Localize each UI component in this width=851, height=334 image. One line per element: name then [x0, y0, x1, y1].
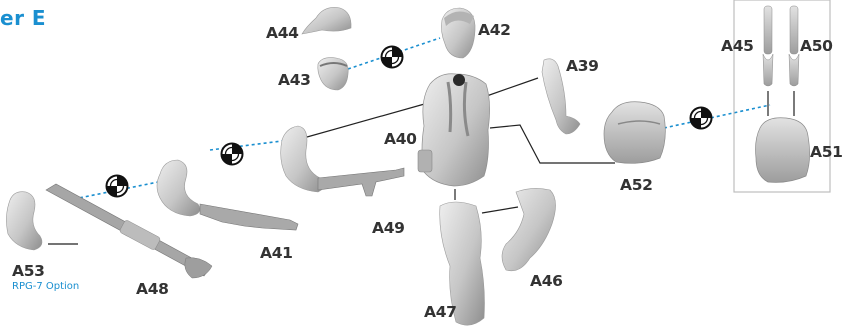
part-a42-head [441, 7, 476, 59]
part-a40-torso [417, 73, 490, 187]
label-a47: A47 [424, 303, 457, 321]
target-icon [105, 174, 129, 198]
part-a53-arm [6, 191, 43, 251]
label-a46: A46 [530, 272, 563, 290]
label-a44: A44 [266, 24, 299, 42]
part-a47-legs [439, 201, 485, 326]
part-a52-backpack [603, 101, 666, 164]
part-a49-arm-rifle [280, 125, 405, 197]
part-a50 [788, 5, 800, 87]
label-a41: A41 [260, 244, 293, 262]
label-a39: A39 [566, 57, 599, 75]
leader-lines [48, 77, 795, 245]
label-a45: A45 [721, 37, 754, 55]
label-a49: A49 [372, 219, 405, 237]
label-a52: A52 [620, 176, 653, 194]
label-a51: A51 [810, 143, 843, 161]
label-a42: A42 [478, 21, 511, 39]
target-icon [380, 45, 404, 69]
part-a43-head [317, 57, 349, 91]
section-title: er E [0, 6, 47, 30]
part-a51-pouch [755, 117, 810, 183]
rpg-option-note: RPG-7 Option [12, 281, 80, 292]
label-a40: A40 [384, 130, 417, 148]
target-icon [220, 142, 244, 166]
parts-box [733, 0, 831, 193]
target-icon [689, 106, 713, 130]
label-a43: A43 [278, 71, 311, 89]
part-a44-cap [301, 7, 352, 35]
part-a48-rpg [45, 183, 213, 279]
label-a53: A53 [12, 262, 45, 280]
part-a46-leg [501, 188, 556, 272]
part-a45 [762, 5, 774, 87]
label-a50: A50 [800, 37, 833, 55]
part-a41-arm-rifle [156, 159, 299, 231]
part-a39-arm [541, 58, 581, 135]
label-a48: A48 [136, 280, 169, 298]
